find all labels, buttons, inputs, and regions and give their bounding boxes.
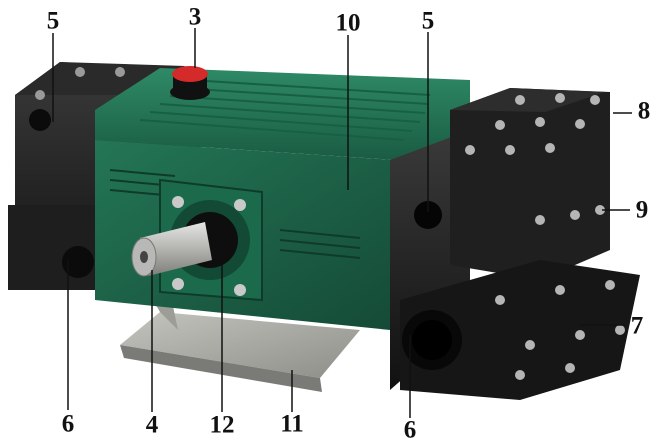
callout-10: 10 xyxy=(335,9,361,37)
head-bolts xyxy=(465,93,625,380)
callout-7: 7 xyxy=(630,312,644,340)
callout-6-right: 6 xyxy=(403,416,417,444)
callout-4: 4 xyxy=(145,411,159,439)
leader-lines xyxy=(52,28,632,418)
oil-cap xyxy=(170,66,210,100)
callout-3: 3 xyxy=(188,3,202,31)
callout-5-right: 5 xyxy=(421,7,435,35)
callout-9: 9 xyxy=(635,196,649,224)
callout-12: 12 xyxy=(209,411,235,439)
callout-6-left: 6 xyxy=(61,410,75,438)
callout-5-left: 5 xyxy=(46,7,60,35)
right-manifold xyxy=(390,88,640,400)
drive-shaft xyxy=(131,222,212,277)
callout-11: 11 xyxy=(280,410,304,438)
callout-8: 8 xyxy=(637,97,651,125)
side-ribs xyxy=(109,169,361,259)
cooling-fins xyxy=(139,79,431,141)
